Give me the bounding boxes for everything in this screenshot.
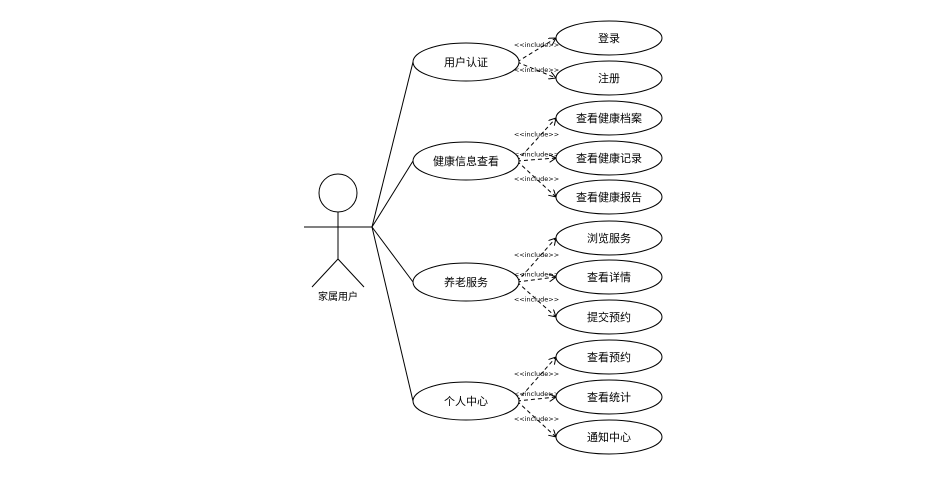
sub-use-case[interactable]: 注册 <box>555 60 663 96</box>
use-case-label: 个人中心 <box>444 395 488 408</box>
use-case-3[interactable]: 养老服务 <box>412 262 520 302</box>
sub-use-case-ellipse[interactable] <box>555 419 663 455</box>
sub-use-case-ellipse[interactable] <box>555 259 663 295</box>
sub-use-case-ellipse[interactable] <box>555 339 663 375</box>
sub-use-case[interactable]: 提交预约 <box>555 299 663 335</box>
include-arrow <box>516 61 556 78</box>
sub-use-case[interactable]: 查看健康记录 <box>555 140 663 176</box>
use-case-label: 用户认证 <box>444 55 488 69</box>
include-arrow <box>516 281 556 317</box>
include-label: <<include>> <box>514 66 559 74</box>
include-label: <<include>> <box>514 131 559 139</box>
use-case-ellipse[interactable] <box>412 381 520 421</box>
include-arrow <box>516 400 556 437</box>
include-label: <<include>> <box>514 296 559 304</box>
include-label: <<include>> <box>514 390 559 398</box>
association-line <box>371 226 414 283</box>
include-arrow <box>516 38 556 63</box>
sub-use-case-label: 查看统计 <box>587 390 631 404</box>
include-label: <<include>> <box>514 251 559 259</box>
sub-use-case-label: 查看健康档案 <box>576 111 642 125</box>
include-label: <<include>> <box>514 415 559 423</box>
use-case-ellipse[interactable] <box>412 141 520 181</box>
use-case-2[interactable]: 健康信息查看 <box>412 141 520 181</box>
include-arrow <box>516 160 556 197</box>
sub-use-case[interactable]: 查看健康报告 <box>555 179 663 215</box>
association-line <box>371 160 414 228</box>
actor-head <box>318 173 358 213</box>
include-label: <<include>> <box>514 175 559 183</box>
sub-use-case-ellipse[interactable] <box>555 100 663 136</box>
sub-use-case-ellipse[interactable] <box>555 220 663 256</box>
association-line <box>371 61 414 228</box>
include-arrow <box>516 118 556 162</box>
include-arrow <box>516 357 556 402</box>
sub-use-case-label: 查看预约 <box>587 350 631 364</box>
sub-use-case[interactable]: 查看预约 <box>555 339 663 375</box>
actor: 家属用户 <box>304 173 372 303</box>
include-label: <<include>> <box>514 151 559 159</box>
sub-use-case[interactable]: 登录 <box>555 20 663 56</box>
actor-left-leg <box>311 258 339 288</box>
sub-use-case-label: 浏览服务 <box>587 231 631 245</box>
include-label: <<include>> <box>514 41 559 49</box>
connections: <<include>> <<include>> <<include>> <<inclu… <box>371 38 559 437</box>
sub-use-case[interactable]: 查看统计 <box>555 379 663 415</box>
sub-use-case[interactable]: 查看详情 <box>555 259 663 295</box>
actor-label: 家属用户 <box>318 290 358 303</box>
use-case-label: 健康信息查看 <box>433 154 499 168</box>
sub-use-case-ellipse[interactable] <box>555 60 663 96</box>
sub-use-case-label: 查看健康报告 <box>576 190 642 204</box>
sub-use-case-ellipse[interactable] <box>555 179 663 215</box>
sub-use-case-label: 提交预约 <box>587 310 631 324</box>
sub-use-case-label: 通知中心 <box>587 430 631 444</box>
sub-use-case-label: 注册 <box>598 71 620 85</box>
use-case-ellipse[interactable] <box>412 262 520 302</box>
sub-use-case-label: 查看详情 <box>587 270 631 284</box>
use-case-4[interactable]: 个人中心 <box>412 381 520 421</box>
sub-use-case-ellipse[interactable] <box>555 299 663 335</box>
include-label: <<include>> <box>514 370 559 378</box>
include-arrow <box>516 238 556 283</box>
use-case-ellipse[interactable] <box>412 42 520 82</box>
use-case-1[interactable]: 用户认证 <box>412 42 520 82</box>
sub-use-case[interactable]: 查看健康档案 <box>555 100 663 136</box>
sub-use-case-ellipse[interactable] <box>555 20 663 56</box>
sub-use-case[interactable]: 通知中心 <box>555 419 663 455</box>
sub-use-case-ellipse[interactable] <box>555 379 663 415</box>
association-line <box>371 226 414 402</box>
sub-use-case[interactable]: 浏览服务 <box>555 220 663 256</box>
sub-use-case-ellipse[interactable] <box>555 140 663 176</box>
include-label: <<include>> <box>514 271 559 279</box>
sub-use-case-label: 查看健康记录 <box>576 151 642 165</box>
sub-use-case-label: 登录 <box>598 31 620 45</box>
use-case-label: 养老服务 <box>444 275 488 289</box>
actor-right-leg <box>337 258 365 288</box>
